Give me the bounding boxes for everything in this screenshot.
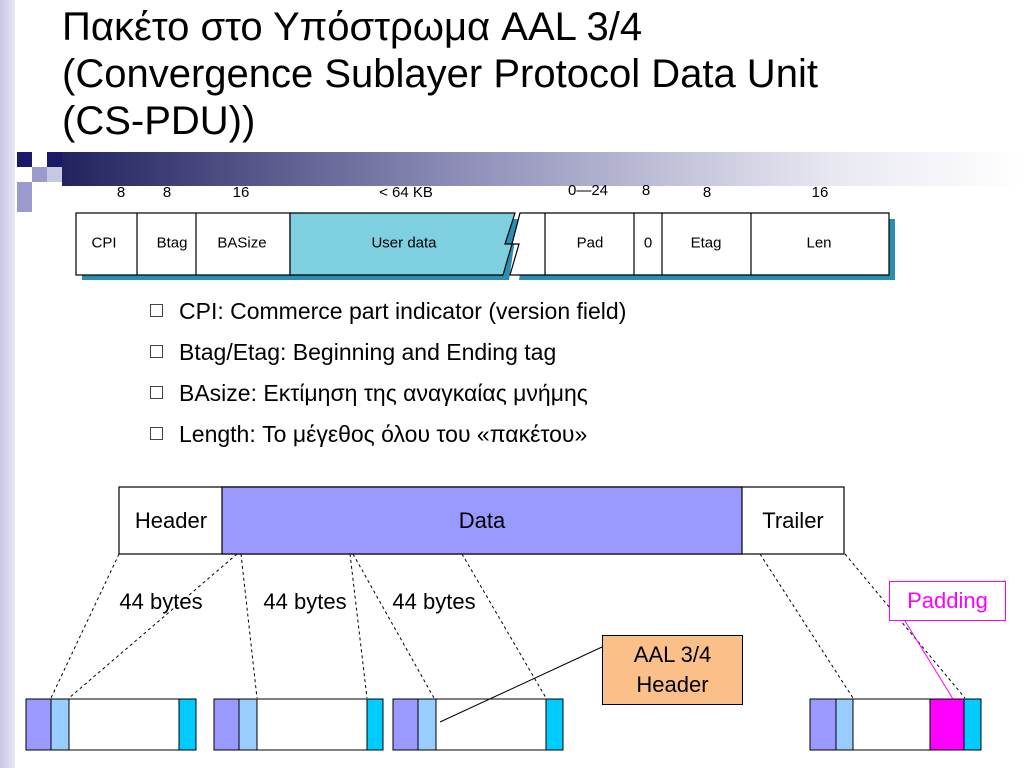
decor-square	[47, 167, 62, 182]
bits-basize: 16	[232, 184, 250, 201]
decor-square	[17, 152, 32, 167]
square-bullet-icon	[150, 386, 163, 399]
square-bullet-icon	[150, 345, 163, 358]
field-cpi: CPI	[91, 234, 117, 252]
atm-cell	[392, 698, 564, 751]
padding-segment	[929, 698, 965, 751]
title-line: (Convergence Sublayer Protocol Data Unit	[62, 52, 818, 96]
bits-zero: 8	[641, 182, 651, 199]
data-segment	[221, 486, 743, 555]
decor-square	[17, 182, 32, 197]
title-line: (CS-PDU))	[62, 99, 256, 143]
bytes-label: 44 bytes	[119, 589, 203, 614]
bits-btag: 8	[162, 184, 172, 201]
decor-square	[32, 167, 47, 182]
list-item: BAsize: Εκτίμηση της αναγκαίας μνήμης	[150, 376, 626, 417]
bits-cpi: 8	[116, 184, 126, 201]
field-user-data: User data	[371, 234, 437, 252]
field-btag: Btag	[156, 234, 188, 252]
list-item: CPI: Commerce part indicator (version fi…	[150, 294, 626, 335]
field-len: Len	[806, 234, 832, 252]
atm-cell	[809, 698, 982, 751]
square-bullet-icon	[150, 304, 163, 317]
bits-user-data: < 64 KB	[379, 184, 433, 201]
bits-len: 16	[811, 184, 829, 201]
field-zero: 0	[643, 234, 653, 252]
aal-header-pointer	[439, 646, 603, 723]
atm-cell	[213, 698, 384, 751]
field-pad: Pad	[576, 234, 604, 252]
title-gradient-band	[62, 152, 1024, 186]
title-line: Πακέτο στο Υπόστρωμα AAL 3/4	[62, 5, 643, 49]
padding-pointer	[904, 620, 954, 700]
bytes-label: 44 bytes	[392, 589, 476, 614]
left-accent-bar	[0, 0, 15, 768]
aal-header-callout: AAL 3/4 Header	[602, 635, 743, 705]
bits-etag: 8	[702, 184, 712, 201]
slide-title: Πακέτο στο Υπόστρωμα AAL 3/4 (Convergenc…	[62, 4, 818, 145]
decor-square	[17, 197, 32, 212]
field-basize: BASize	[217, 234, 267, 252]
square-bullet-icon	[150, 427, 163, 440]
data-label: Data	[458, 508, 506, 533]
list-item: Btag/Etag: Beginning and Ending tag	[150, 335, 626, 376]
decor-square	[47, 152, 62, 167]
list-item: Length: Το μέγεθος όλου του «πακέτου»	[150, 417, 626, 458]
field-description-list: CPI: Commerce part indicator (version fi…	[150, 294, 626, 458]
padding-callout: Padding	[889, 581, 1006, 621]
atm-cell	[25, 698, 197, 751]
field-etag: Etag	[690, 234, 722, 252]
bits-pad: 0—24	[567, 182, 609, 199]
segmentation-lines	[50, 553, 966, 699]
bytes-label: 44 bytes	[263, 589, 347, 614]
pdu-right-white	[509, 212, 890, 276]
trailer-label: Trailer	[762, 508, 824, 533]
header-label: Header	[134, 508, 208, 533]
